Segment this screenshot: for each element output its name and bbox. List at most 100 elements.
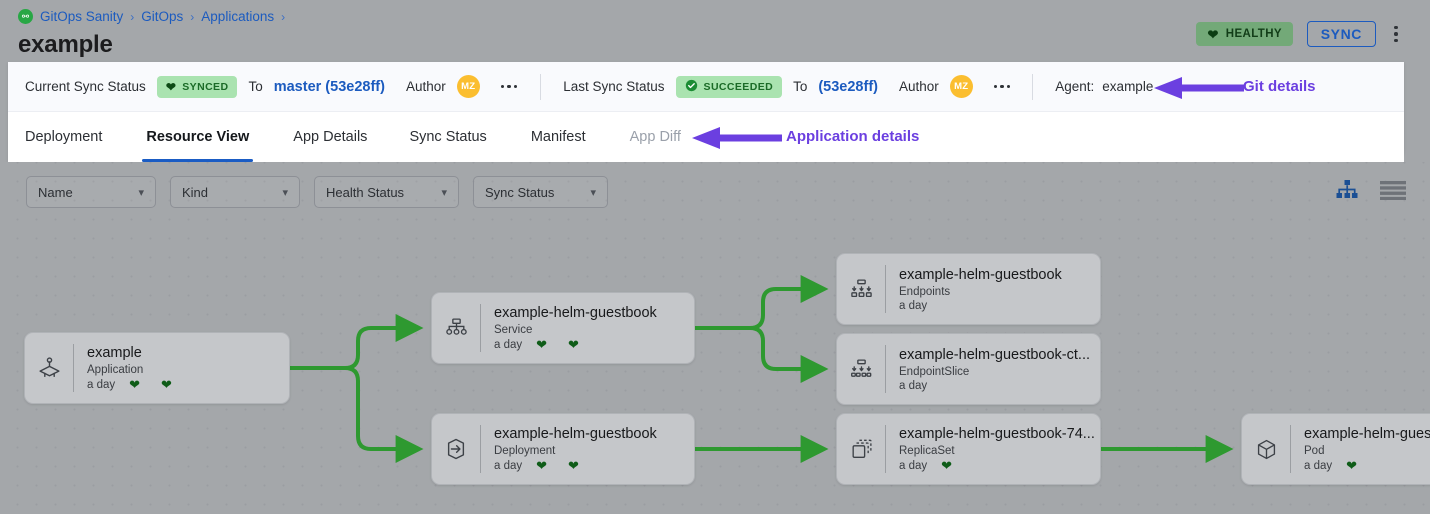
breadcrumb-separator: › bbox=[190, 9, 195, 24]
graph-node-deployment[interactable]: example-helm-guestbook Deployment a day … bbox=[431, 413, 695, 485]
dot bbox=[1394, 32, 1398, 36]
node-age: a day bbox=[899, 459, 928, 472]
breadcrumb-separator: › bbox=[130, 9, 135, 24]
node-age: a day bbox=[494, 459, 523, 472]
last-sync-status-chip: SUCCEEDED bbox=[675, 75, 783, 98]
graph-node-replicaset[interactable]: example-helm-guestbook-74... ReplicaSet … bbox=[836, 413, 1101, 485]
annotation-git-details: Git details bbox=[1243, 78, 1316, 95]
app-more-options-button[interactable] bbox=[1388, 22, 1404, 46]
agent-group: Agent: example bbox=[1055, 79, 1153, 94]
divider bbox=[885, 345, 886, 393]
filter-kind[interactable]: Kind ▾ bbox=[170, 176, 300, 208]
filter-sync-status[interactable]: Sync Status ▾ bbox=[473, 176, 608, 208]
heart-icon: ❤ bbox=[165, 79, 177, 94]
node-name: example-helm-guestbook bbox=[494, 305, 657, 321]
breadcrumb: GitOps Sanity › GitOps › Applications › bbox=[18, 9, 285, 24]
node-meta: a day ❤ ❤ bbox=[494, 459, 694, 472]
application-icon bbox=[25, 356, 73, 381]
breadcrumb-separator: › bbox=[281, 9, 286, 24]
graph-node-application[interactable]: example Application a day ❤ ❤ bbox=[24, 332, 290, 404]
endpointslice-icon bbox=[837, 357, 885, 382]
node-kind: Pod bbox=[1304, 445, 1325, 457]
resource-graph-canvas[interactable]: Name ▾ Kind ▾ Health Status ▾ Sync Statu… bbox=[0, 162, 1430, 514]
tree-view-icon[interactable] bbox=[1336, 180, 1358, 200]
dot bbox=[500, 84, 505, 89]
chevron-down-icon: ▾ bbox=[282, 186, 288, 199]
current-sync-status-group: Current Sync Status ❤ SYNCED To master (… bbox=[25, 75, 518, 98]
filter-health-status[interactable]: Health Status ▾ bbox=[314, 176, 459, 208]
graph-node-service[interactable]: example-helm-guestbook Service a day ❤ ❤ bbox=[431, 292, 695, 364]
tab-app-details[interactable]: App Details bbox=[293, 129, 368, 145]
pod-icon bbox=[1242, 437, 1290, 462]
filter-bar: Name ▾ Kind ▾ Health Status ▾ Sync Statu… bbox=[26, 176, 608, 208]
sync-button[interactable]: SYNC bbox=[1306, 21, 1376, 47]
dot bbox=[513, 84, 518, 89]
deployment-icon bbox=[432, 436, 480, 462]
divider bbox=[1032, 73, 1034, 100]
breadcrumb-item-gitops-sanity[interactable]: GitOps Sanity bbox=[40, 9, 124, 24]
tab-resource-view[interactable]: Resource View bbox=[142, 112, 254, 162]
current-author-label: Author bbox=[405, 79, 446, 94]
divider bbox=[480, 425, 481, 473]
health-heart-icon: ❤ bbox=[129, 377, 141, 392]
health-heart-icon: ❤ bbox=[1346, 458, 1358, 473]
agent-label: Agent: bbox=[1055, 79, 1095, 94]
divider bbox=[1290, 425, 1291, 473]
view-toggle-group bbox=[1336, 180, 1406, 200]
graph-node-pod[interactable]: example-helm-guest Pod a day ❤ bbox=[1241, 413, 1430, 485]
list-view-icon[interactable] bbox=[1380, 180, 1406, 200]
sync-heart-icon: ❤ bbox=[568, 337, 579, 352]
tab-app-diff: App Diff bbox=[629, 129, 681, 145]
check-circle-icon bbox=[685, 79, 698, 95]
tab-manifest[interactable]: Manifest bbox=[530, 129, 586, 145]
node-kind: Application bbox=[87, 364, 144, 376]
node-kind: Endpoints bbox=[899, 285, 951, 298]
divider bbox=[480, 304, 481, 352]
gitops-logo-icon bbox=[18, 9, 33, 24]
node-age: a day bbox=[87, 378, 116, 391]
current-sync-more-options[interactable] bbox=[500, 84, 518, 89]
current-revision-link[interactable]: master (53e28ff) bbox=[273, 78, 385, 95]
status-badge-health: ❤ HEALTHY bbox=[1196, 22, 1293, 46]
node-age: a day bbox=[899, 379, 928, 392]
replicaset-icon bbox=[837, 437, 885, 462]
dot bbox=[507, 84, 511, 89]
chevron-down-icon: ▾ bbox=[441, 186, 447, 199]
node-name: example-helm-guest bbox=[1304, 426, 1430, 442]
breadcrumb-item-applications[interactable]: Applications bbox=[201, 9, 275, 24]
graph-node-endpointslice[interactable]: example-helm-guestbook-ct... EndpointSli… bbox=[836, 333, 1101, 405]
divider bbox=[73, 344, 74, 392]
breadcrumb-item-gitops[interactable]: GitOps bbox=[141, 9, 184, 24]
node-kind: ReplicaSet bbox=[899, 445, 955, 457]
last-sync-status-label: Last Sync Status bbox=[563, 79, 665, 94]
sync-heart-icon: ❤ bbox=[161, 377, 172, 392]
last-sync-more-options[interactable] bbox=[993, 84, 1011, 89]
tab-deployment[interactable]: Deployment bbox=[25, 129, 103, 145]
filter-name[interactable]: Name ▾ bbox=[26, 176, 156, 208]
last-revision-link[interactable]: (53e28ff) bbox=[818, 78, 878, 95]
divider bbox=[885, 265, 886, 313]
node-age: a day bbox=[899, 299, 928, 312]
last-sync-status-value: SUCCEEDED bbox=[703, 80, 774, 93]
node-kind: Service bbox=[494, 324, 533, 336]
node-meta: a day bbox=[899, 300, 1100, 312]
avatar[interactable]: MZ bbox=[456, 75, 480, 98]
endpoints-icon bbox=[837, 277, 885, 302]
graph-node-endpoints[interactable]: example-helm-guestbook Endpoints a day bbox=[836, 253, 1101, 325]
node-name: example-helm-guestbook-74... bbox=[899, 426, 1095, 442]
agent-value: example bbox=[1102, 79, 1154, 94]
node-age: a day bbox=[494, 338, 523, 351]
filter-health-status-label: Health Status bbox=[326, 184, 405, 200]
node-meta: a day bbox=[899, 380, 1100, 392]
node-kind: EndpointSlice bbox=[899, 365, 970, 378]
health-heart-icon: ❤ bbox=[536, 458, 548, 473]
graph-node-body: example-helm-guestbook Service a day ❤ ❤ bbox=[481, 305, 694, 351]
graph-node-body: example-helm-guestbook Endpoints a day bbox=[886, 267, 1100, 312]
tab-sync-status[interactable]: Sync Status bbox=[409, 129, 487, 145]
last-to-label: To bbox=[793, 79, 808, 94]
avatar[interactable]: MZ bbox=[949, 75, 973, 98]
chevron-down-icon: ▾ bbox=[138, 186, 144, 199]
node-age: a day bbox=[1304, 459, 1333, 472]
filter-kind-label: Kind bbox=[182, 184, 209, 200]
divider bbox=[540, 73, 542, 100]
